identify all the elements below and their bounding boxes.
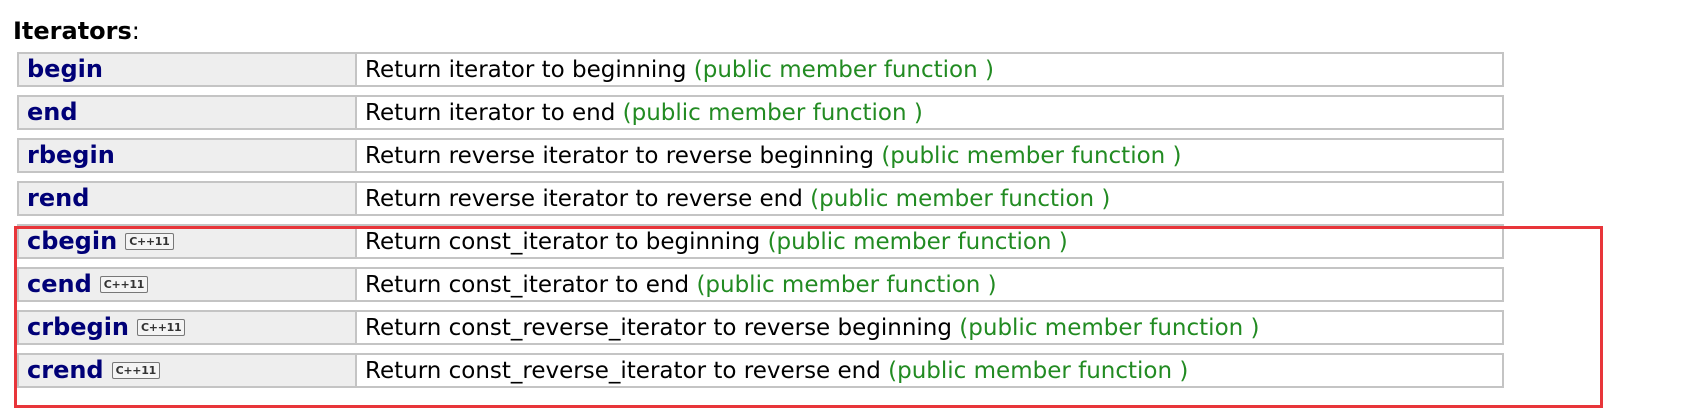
cpp11-badge: C++11	[99, 276, 149, 293]
member-description-cell: Return iterator to end (public member fu…	[356, 95, 1504, 130]
cpp11-badge: C++11	[125, 233, 174, 250]
member-name-cell: end	[17, 95, 356, 130]
table-row: begin Return iterator to beginning (publ…	[17, 52, 1504, 87]
member-name-cell: rend	[17, 181, 356, 216]
member-link-cend[interactable]: cend	[27, 270, 92, 298]
member-description: Return const_iterator to end	[365, 271, 690, 298]
table-row: crend C++11 Return const_reverse_iterator…	[17, 353, 1504, 388]
member-description: Return const_iterator to beginning	[365, 228, 761, 255]
table-row: end Return iterator to end (public membe…	[17, 95, 1504, 130]
member-link-cbegin[interactable]: cbegin	[27, 227, 118, 255]
member-description: Return reverse iterator to reverse end	[365, 185, 803, 212]
section-title: Iterators	[13, 17, 132, 45]
member-description-cell: Return const_iterator to end (public mem…	[356, 267, 1504, 302]
section-heading: Iterators:	[13, 16, 140, 46]
member-description: Return iterator to beginning	[365, 56, 687, 83]
member-link-begin[interactable]: begin	[27, 55, 103, 83]
member-kind: (public member function )	[888, 357, 1189, 384]
member-name-cell: begin	[17, 52, 356, 87]
cpp11-badge: C++11	[111, 362, 160, 379]
member-kind: (public member function )	[810, 185, 1111, 212]
member-link-crend[interactable]: crend	[27, 356, 104, 384]
member-kind: (public member function )	[622, 99, 923, 126]
member-link-rbegin[interactable]: rbegin	[27, 141, 115, 169]
table-row: crbegin C++11 Return const_reverse_iterat…	[17, 310, 1504, 345]
member-description-cell: Return const_iterator to beginning (publ…	[356, 224, 1504, 259]
table-row: cend C++11 Return const_iterator to end (…	[17, 267, 1504, 302]
member-description-cell: Return iterator to beginning (public mem…	[356, 52, 1504, 87]
iterators-table: begin Return iterator to beginning (publ…	[17, 44, 1504, 396]
member-name-cell: crbegin C++11	[17, 310, 356, 345]
member-description: Return const_reverse_iterator to reverse…	[365, 314, 952, 341]
member-description-cell: Return const_reverse_iterator to reverse…	[356, 353, 1504, 388]
member-link-end[interactable]: end	[27, 98, 78, 126]
member-kind: (public member function )	[881, 142, 1182, 169]
table-row: rend Return reverse iterator to reverse …	[17, 181, 1504, 216]
member-description-cell: Return reverse iterator to reverse end (…	[356, 181, 1504, 216]
member-description: Return const_reverse_iterator to reverse…	[365, 357, 881, 384]
member-description-cell: Return reverse iterator to reverse begin…	[356, 138, 1504, 173]
member-name-cell: crend C++11	[17, 353, 356, 388]
member-kind: (public member function )	[959, 314, 1260, 341]
member-description: Return reverse iterator to reverse begin…	[365, 142, 874, 169]
member-kind: (public member function )	[767, 228, 1068, 255]
table-row: rbegin Return reverse iterator to revers…	[17, 138, 1504, 173]
cpp11-badge: C++11	[137, 319, 186, 336]
member-name-cell: cbegin C++11	[17, 224, 356, 259]
table-row: cbegin C++11 Return const_iterator to beg…	[17, 224, 1504, 259]
member-description-cell: Return const_reverse_iterator to reverse…	[356, 310, 1504, 345]
member-name-cell: cend C++11	[17, 267, 356, 302]
member-name-cell: rbegin	[17, 138, 356, 173]
member-link-crbegin[interactable]: crbegin	[27, 313, 130, 341]
member-kind: (public member function )	[693, 56, 994, 83]
member-description: Return iterator to end	[365, 99, 616, 126]
section-title-colon: :	[131, 17, 140, 45]
member-link-rend[interactable]: rend	[27, 184, 90, 212]
member-kind: (public member function )	[696, 271, 997, 298]
